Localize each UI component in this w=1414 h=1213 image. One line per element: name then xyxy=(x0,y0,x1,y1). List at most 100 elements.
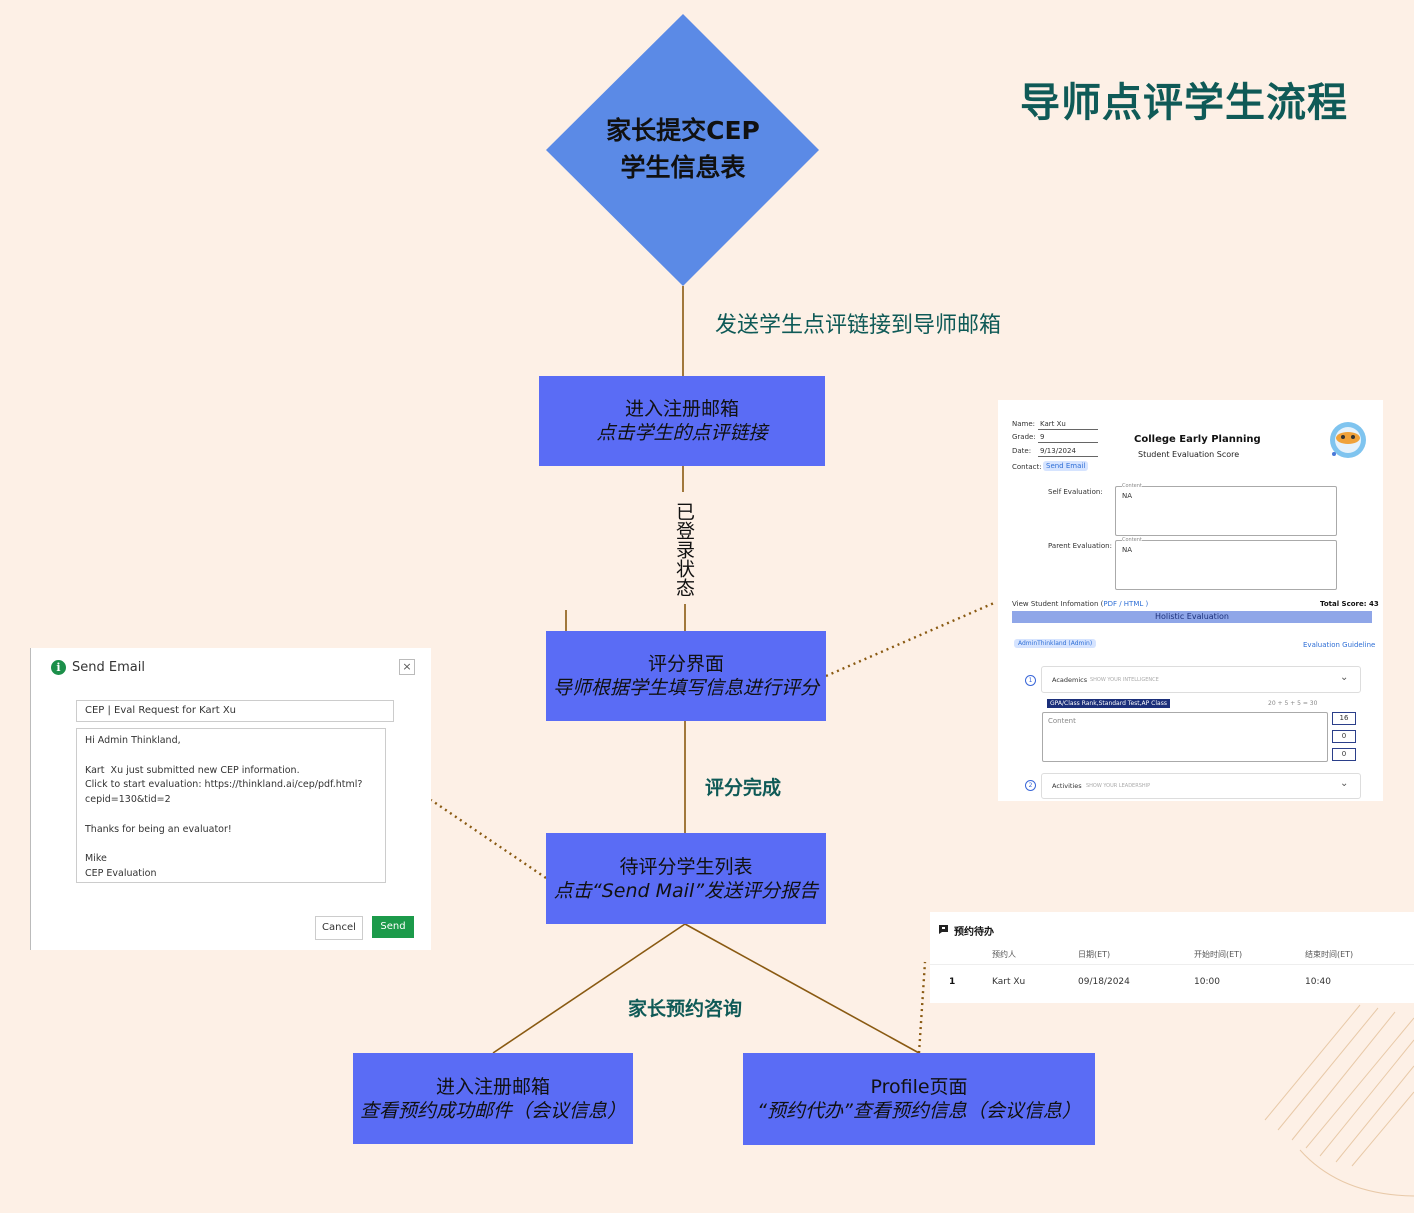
section1-content-placeholder: Content xyxy=(1048,717,1076,725)
close-icon[interactable]: × xyxy=(399,659,415,675)
parent-eval-value: NA xyxy=(1122,546,1133,554)
box-scoring-page-title: 评分界面 xyxy=(647,653,724,675)
total-score: Total Score: 43 xyxy=(1320,600,1379,608)
send-button[interactable]: Send xyxy=(372,916,414,938)
col-header-start: 开始时间(ET) xyxy=(1194,950,1243,959)
diamond-label-line2: 学生信息表 xyxy=(620,153,746,182)
col-header-person: 预约人 xyxy=(992,950,1016,959)
send-email-chip[interactable]: Send Email xyxy=(1043,461,1089,471)
edge-label-scoring-done: 评分完成 xyxy=(705,777,782,799)
view-info-row: View Student Infomation (PDF / HTML ) xyxy=(1012,600,1148,608)
section1-content-field[interactable]: Content xyxy=(1042,712,1328,762)
chevron-down-icon[interactable]: ⌄ xyxy=(1340,672,1349,683)
appointment-title: 预约待办 xyxy=(954,927,994,938)
admin-chip: AdminThinkland (Admin) xyxy=(1014,639,1097,648)
dotted-profile-to-appt xyxy=(917,961,927,1054)
dotted-scoring-to-form xyxy=(825,601,995,678)
link-separator: / xyxy=(1116,600,1124,608)
chevron-down-icon[interactable]: ⌄ xyxy=(1340,778,1349,789)
self-eval-field[interactable]: Content NA xyxy=(1115,483,1337,536)
box-profile-page: Profile页面 “预约代办”查看预约信息（会议信息） xyxy=(743,1053,1095,1145)
box-scoring-page-desc: 导师根据学生填写信息进行评分 xyxy=(552,677,819,699)
box-profile-page-desc: “预约代办”查看预约信息（会议信息） xyxy=(757,1100,1081,1122)
form-subheading: Student Evaluation Score xyxy=(1138,450,1240,459)
score-input-2[interactable]: 0 xyxy=(1332,730,1356,743)
row-end: 10:40 xyxy=(1305,977,1331,987)
box-parent-mailbox-desc: 查看预约成功邮件（会议信息） xyxy=(359,1099,626,1122)
dotted-pending-to-dialog xyxy=(430,799,547,879)
row-start: 10:00 xyxy=(1194,977,1220,987)
self-eval-label: Self Evaluation: xyxy=(1048,488,1103,496)
table-row[interactable]: 1 Kart Xu 09/18/2024 10:00 10:40 xyxy=(930,968,1414,996)
section1-title: Academics xyxy=(1052,676,1088,684)
self-eval-value: NA xyxy=(1122,492,1133,500)
row-date: 09/18/2024 xyxy=(1078,977,1130,987)
score-input-1[interactable]: 16 xyxy=(1332,712,1356,725)
form-heading: College Early Planning xyxy=(1134,434,1261,445)
email-body-textarea[interactable]: Hi Admin Thinkland, Kart Xu just submitt… xyxy=(76,728,386,883)
section2-number: 2 xyxy=(1025,780,1036,791)
box-pending-list-title: 待评分学生列表 xyxy=(619,855,753,878)
box-parent-mailbox-title: 进入注册邮箱 xyxy=(435,1075,550,1098)
info-icon: i xyxy=(51,660,66,675)
parent-eval-field[interactable]: Content NA xyxy=(1115,537,1337,590)
self-eval-caption: Content xyxy=(1122,483,1142,489)
section1-tag: GPA/Class Rank,Standard Test,AP Class xyxy=(1047,699,1170,708)
box-pending-list-desc: 点击“Send Mail”发送评分报告 xyxy=(553,879,819,902)
name-label: Name: xyxy=(1012,420,1036,428)
cancel-button[interactable]: Cancel xyxy=(315,916,363,940)
score-input-3[interactable]: 0 xyxy=(1332,748,1356,761)
send-email-dialog: i Send Email × CEP | Eval Request for Ka… xyxy=(30,648,431,950)
col-header-date: 日期(ET) xyxy=(1078,950,1111,959)
section2-title: Activities xyxy=(1052,782,1082,790)
grade-label: Grade: xyxy=(1012,433,1036,441)
appointment-panel: 预约待办 预约人 日期(ET) 开始时间(ET) 结束时间(ET) 1 Kart… xyxy=(930,912,1414,1003)
edge-label-parent-booking: 家长预约咨询 xyxy=(628,998,743,1020)
box-profile-page-title: Profile页面 xyxy=(870,1076,968,1098)
box-login-mailbox: 进入注册邮箱 点击学生的点评链接 xyxy=(539,376,825,466)
page-title: 导师点评学生流程 xyxy=(1020,80,1348,126)
view-info-close: ) xyxy=(1143,600,1149,608)
email-subject-input[interactable]: CEP | Eval Request for Kart Xu xyxy=(76,700,394,722)
parent-eval-label: Parent Evaluation: xyxy=(1048,542,1112,550)
section1-formula: 20 + 5 + 5 = 30 xyxy=(1268,700,1318,707)
edge-pending-to-parent-mailbox xyxy=(492,923,686,1054)
evaluation-guideline-link[interactable]: Evaluation Guideline xyxy=(1303,641,1376,649)
grade-value: 9 xyxy=(1040,433,1045,441)
section1-subtitle: SHOW YOUR INTELLIGENCE xyxy=(1090,677,1159,683)
name-value: Kart Xu xyxy=(1040,420,1066,428)
box-scoring-page: 评分界面 导师根据学生填写信息进行评分 xyxy=(546,631,826,721)
decorative-hatch xyxy=(1264,1004,1414,1197)
contact-label: Contact: xyxy=(1012,463,1042,471)
date-value: 9/13/2024 xyxy=(1040,447,1076,455)
view-info-label: View Student Infomation ( xyxy=(1012,600,1104,608)
box-login-mailbox-title: 进入注册邮箱 xyxy=(624,398,739,420)
section2-subtitle: SHOW YOUR LEADERSHIP xyxy=(1086,783,1151,789)
box-login-mailbox-desc: 点击学生的点评链接 xyxy=(596,422,768,444)
section-academics-header[interactable]: Academics SHOW YOUR INTELLIGENCE ⌄ xyxy=(1041,666,1361,693)
edge-label-send-link: 发送学生点评链接到导师邮箱 xyxy=(715,313,1002,338)
flag-icon xyxy=(939,925,948,934)
row-person: Kart Xu xyxy=(992,977,1026,987)
edge-pending-to-profile xyxy=(684,923,920,1054)
holistic-bar: Holistic Evaluation xyxy=(1012,611,1372,623)
diamond-label: 家长提交CEP 学生信息表 xyxy=(560,112,806,186)
box-parent-mailbox: 进入注册邮箱 查看预约成功邮件（会议信息） xyxy=(353,1053,633,1144)
date-label: Date: xyxy=(1012,447,1032,455)
col-header-end: 结束时间(ET) xyxy=(1305,950,1354,959)
pdf-link[interactable]: PDF xyxy=(1103,600,1117,608)
box-pending-list: 待评分学生列表 点击“Send Mail”发送评分报告 xyxy=(546,833,826,924)
row-index: 1 xyxy=(949,977,956,987)
mascot-logo xyxy=(1330,422,1366,458)
start-diamond xyxy=(546,14,819,286)
evaluation-form: Name: Kart Xu Grade: 9 Date: 9/13/2024 C… xyxy=(998,400,1383,801)
edge-label-logged-in: 已登录状态 xyxy=(673,502,695,597)
dialog-title: Send Email xyxy=(72,660,145,675)
html-link[interactable]: HTML xyxy=(1123,600,1144,608)
dialog-header: i Send Email xyxy=(51,660,145,675)
parent-eval-caption: Content xyxy=(1122,537,1142,543)
diamond-label-line1: 家长提交CEP xyxy=(606,116,760,145)
section-activities-header[interactable]: Activities SHOW YOUR LEADERSHIP ⌄ xyxy=(1041,773,1361,799)
section1-number: 1 xyxy=(1025,675,1036,686)
